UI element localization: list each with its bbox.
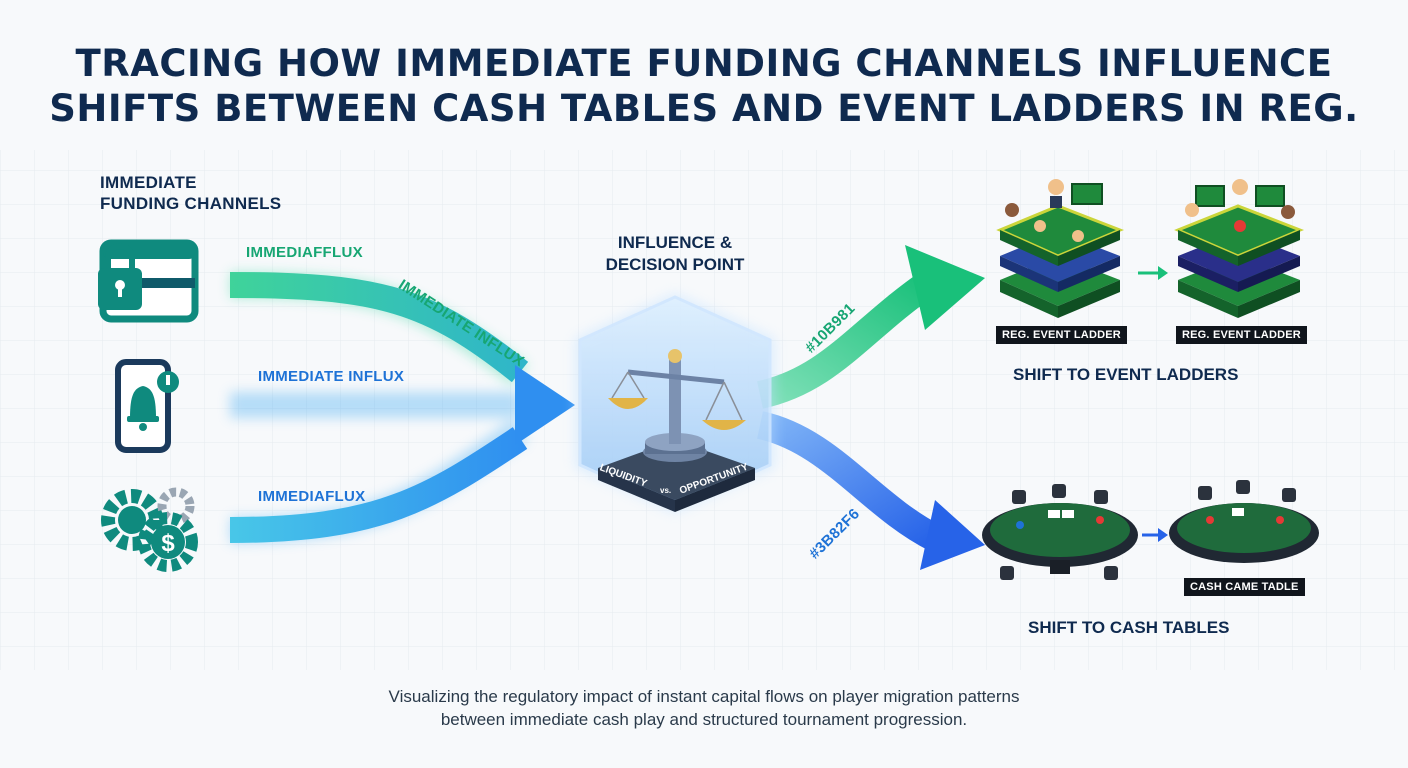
decision-hexagon	[575, 293, 775, 513]
caption-line-2: between immediate cash play and structur…	[440, 710, 968, 729]
sources-heading-line-2: FUNDING CHANNELS	[100, 194, 282, 213]
event-ladder-tag-1: REG. EVENT LADDER	[996, 326, 1127, 344]
flow-label-top: IMMEDIAFFLUX	[246, 244, 363, 261]
flow-arrow-bottom	[229, 427, 528, 543]
gears-dollar-graphic: $	[101, 487, 198, 572]
cash-table-1	[982, 484, 1138, 580]
flow-label-bottom: IMMEDIAFLUX	[258, 488, 366, 505]
phone-bell-graphic	[115, 359, 179, 453]
lock-card-graphic	[98, 239, 199, 323]
plinth-label-vs: vs.	[660, 486, 672, 495]
event-ladder-tag-2: REG. EVENT LADDER	[1176, 326, 1307, 344]
svg-text:$: $	[161, 530, 175, 557]
sources-heading: IMMEDIATE FUNDING CHANNELS	[100, 172, 281, 214]
output-arrow-cash	[756, 411, 942, 551]
page-title-line-1: TRACING HOW IMMEDIATE FUNDING CHANNELS I…	[75, 42, 1333, 85]
caption: Visualizing the regulatory impact of ins…	[200, 685, 1208, 731]
output-arrowhead-events	[905, 245, 985, 330]
cash-table-2	[1169, 480, 1319, 563]
decision-heading-line-1: INFLUENCE &	[617, 233, 733, 252]
event-ladder-2	[1174, 179, 1305, 318]
caption-line-1: Visualizing the regulatory impact of ins…	[388, 687, 1020, 706]
flow-arrow-top	[229, 272, 529, 383]
cash-heading: SHIFT TO CASH TABLES	[1028, 618, 1230, 637]
sources-heading-line-1: IMMEDIATE	[100, 173, 197, 192]
decision-heading-line-2: DECISION POINT	[605, 255, 745, 274]
decision-heading: INFLUENCE & DECISION POINT	[560, 232, 790, 276]
event-ladder-1	[996, 179, 1125, 318]
cash-table-tag: CASH CAME TADLE	[1184, 578, 1305, 596]
output-arrowhead-cash	[920, 500, 985, 570]
ladder-shift-arrow	[1138, 266, 1168, 280]
output-arrow-events	[756, 270, 938, 409]
flow-arrowhead-center	[515, 365, 575, 445]
cash-shift-arrow	[1142, 528, 1168, 542]
events-heading: SHIFT TO EVENT LADDERS	[1013, 365, 1239, 384]
page-title-line-2: SHIFTS BETWEEN CASH TABLES AND EVENT LAD…	[49, 87, 1359, 130]
flow-label-middle: IMMEDIATE INFLUX	[258, 368, 405, 385]
